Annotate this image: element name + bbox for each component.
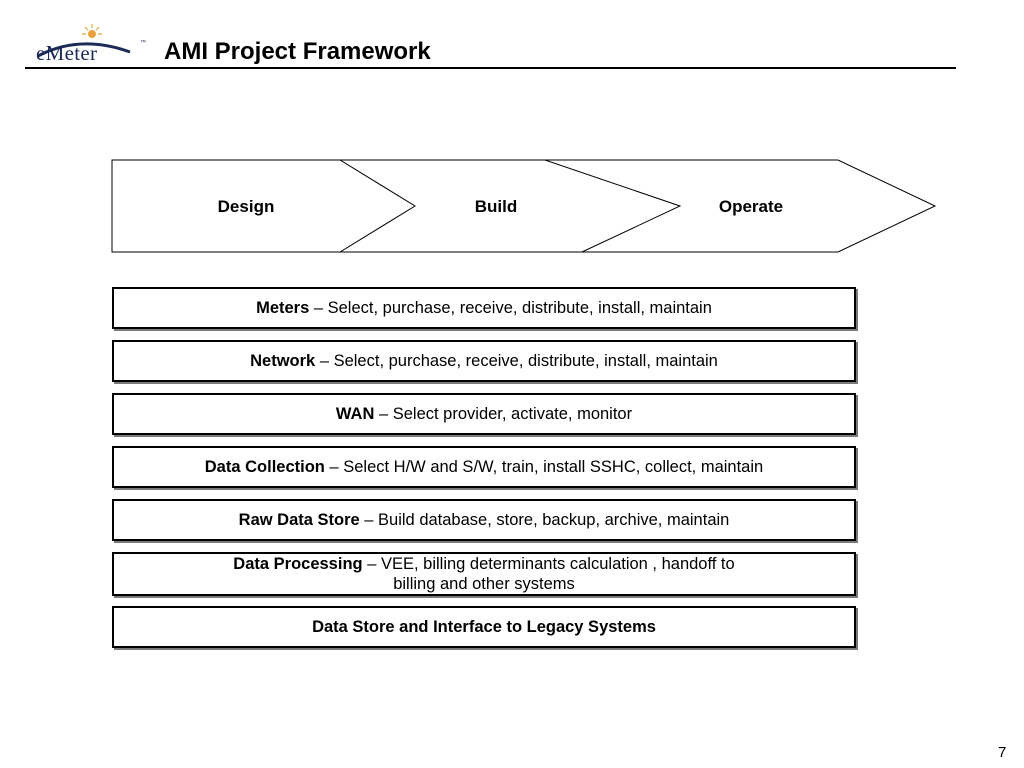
task-raw-data-store: Raw Data Store – Build database, store, … [112, 499, 856, 541]
task-name: WAN [335, 405, 375, 423]
title-divider [25, 67, 956, 69]
task-name: Raw Data Store [238, 511, 360, 529]
task-desc: – VEE, billing determinants calculation … [362, 555, 735, 573]
task-name: Network [250, 352, 316, 370]
sun-icon [82, 24, 102, 38]
phase-label-operate: Operate [718, 197, 784, 216]
task-wan: WAN – Select provider, activate, monitor [112, 393, 856, 435]
task-data-store-legacy: Data Store and Interface to Legacy Syste… [112, 606, 856, 648]
task-desc: – Select, purchase, receive, distribute,… [309, 299, 712, 317]
phase-label-build: Build [474, 197, 518, 216]
page-title: AMI Project Framework [164, 38, 431, 65]
task-desc: – Select provider, activate, monitor [374, 405, 633, 423]
task-name: Data Collection [204, 458, 325, 476]
phase-label-design: Design [217, 197, 275, 216]
chevron-design [111, 159, 416, 253]
task-desc-line2: billing and other systems [393, 575, 575, 593]
task-name: Data Processing [233, 555, 363, 573]
task-name: Data Store and Interface to Legacy Syste… [312, 618, 656, 636]
task-network: Network – Select, purchase, receive, dis… [112, 340, 856, 382]
task-data-processing: Data Processing – VEE, billing determina… [112, 552, 856, 596]
task-desc: – Select H/W and S/W, train, install SSH… [324, 458, 764, 476]
phase-chevrons [111, 159, 937, 253]
task-desc: – Select, purchase, receive, distribute,… [315, 352, 718, 370]
task-data-collection: Data Collection – Select H/W and S/W, tr… [112, 446, 856, 488]
task-desc: – Build database, store, backup, archive… [359, 511, 730, 529]
emeter-logo-icon [37, 24, 131, 58]
logo-trademark: ™ [140, 40, 146, 46]
task-name: Meters [256, 299, 310, 317]
logo-text: eMeter [36, 41, 98, 65]
page-number: 7 [998, 744, 1007, 761]
task-meters: Meters – Select, purchase, receive, dist… [112, 287, 856, 329]
